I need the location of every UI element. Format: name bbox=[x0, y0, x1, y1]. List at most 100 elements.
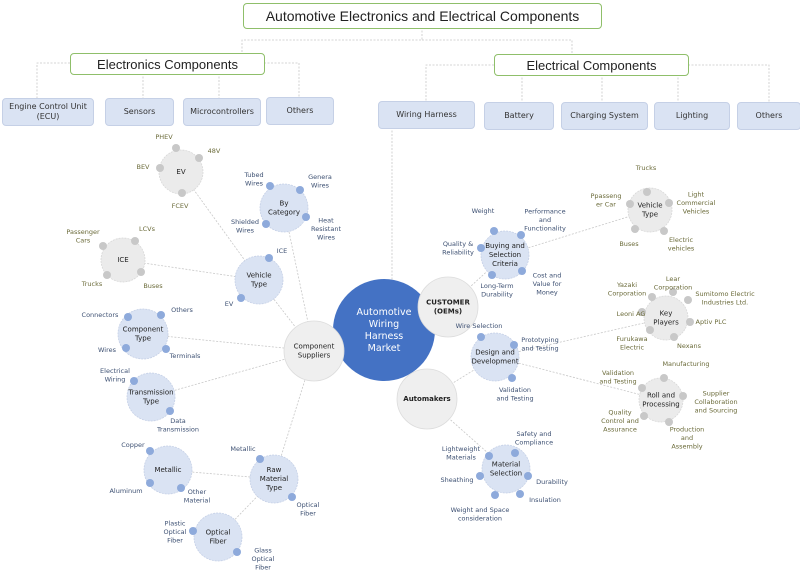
cluster-circle[interactable] bbox=[100, 237, 146, 283]
cluster-circle[interactable] bbox=[643, 295, 689, 341]
category-electronics-others[interactable]: Others bbox=[266, 97, 334, 125]
cluster-circle[interactable] bbox=[126, 372, 176, 422]
item-dot bbox=[137, 268, 145, 276]
item-dot bbox=[302, 213, 310, 221]
item-dot bbox=[660, 374, 668, 382]
cluster-circle[interactable] bbox=[143, 445, 193, 495]
item-dot bbox=[146, 479, 154, 487]
item-label: BEV bbox=[136, 163, 150, 171]
cluster-circle[interactable] bbox=[481, 444, 531, 494]
item-dot bbox=[518, 267, 526, 275]
category-microcontrollers[interactable]: Microcontrollers bbox=[183, 98, 261, 126]
link-buying_criteria-vehicle_type_oem bbox=[504, 209, 651, 256]
item-dot bbox=[660, 227, 668, 235]
connector-title bbox=[241, 27, 423, 54]
item-label: Quality &Reliability bbox=[442, 240, 474, 257]
item-dot bbox=[130, 377, 138, 385]
item-dot bbox=[640, 412, 648, 420]
cluster-circle[interactable] bbox=[480, 230, 530, 280]
item-dot bbox=[646, 326, 654, 334]
category-charging-system[interactable]: Charging System bbox=[561, 102, 648, 130]
cluster-circle[interactable] bbox=[627, 187, 673, 233]
cluster-label: EV bbox=[176, 168, 185, 176]
market-center-circle[interactable] bbox=[333, 279, 435, 381]
item-label: Buses bbox=[619, 240, 639, 248]
cluster-circle[interactable] bbox=[193, 512, 243, 562]
item-label: Nexans bbox=[677, 342, 702, 350]
link-component_type-cs bbox=[142, 333, 315, 352]
item-dot bbox=[648, 293, 656, 301]
item-dot bbox=[638, 308, 646, 316]
item-dot bbox=[511, 449, 519, 457]
item-label: 48V bbox=[208, 147, 221, 155]
item-dot bbox=[643, 188, 651, 196]
cluster-circle[interactable] bbox=[117, 308, 169, 360]
category-lighting[interactable]: Lighting bbox=[654, 102, 730, 130]
category-battery[interactable]: Battery bbox=[484, 102, 554, 130]
item-label: Leoni AG bbox=[617, 310, 646, 318]
item-dot bbox=[233, 548, 241, 556]
cluster-circle[interactable] bbox=[470, 332, 520, 382]
hub-automakers[interactable] bbox=[396, 368, 458, 430]
cluster-circle[interactable] bbox=[249, 454, 299, 504]
category-ecu[interactable]: Engine Control Unit (ECU) bbox=[2, 98, 94, 126]
link-design_development-key_players bbox=[494, 317, 667, 358]
category-sensors[interactable]: Sensors bbox=[105, 98, 174, 126]
category-electrical-others[interactable]: Others bbox=[737, 102, 800, 130]
category-wiring-harness[interactable]: Wiring Harness bbox=[378, 101, 475, 129]
cluster-label: ICE bbox=[117, 256, 128, 264]
hub-customer[interactable] bbox=[417, 276, 479, 338]
link-ev-vehicle_type bbox=[180, 171, 260, 281]
connector-wiring bbox=[425, 64, 494, 101]
item-dot bbox=[288, 493, 296, 501]
item-dot bbox=[131, 237, 139, 245]
item-dot bbox=[266, 182, 274, 190]
cluster-circle[interactable] bbox=[234, 255, 284, 305]
item-dot bbox=[476, 472, 484, 480]
connector-others-electrical bbox=[688, 64, 770, 102]
item-dot bbox=[665, 199, 673, 207]
link-design_development-roll_processing bbox=[494, 356, 662, 401]
item-dot bbox=[686, 318, 694, 326]
item-label: Durability bbox=[536, 478, 568, 486]
item-label: Weight bbox=[472, 207, 495, 215]
cluster-circle[interactable] bbox=[259, 183, 309, 233]
item-label: Manufacturing bbox=[662, 360, 709, 368]
item-label: Copper bbox=[121, 441, 145, 449]
hub-component_suppliers[interactable] bbox=[283, 320, 345, 382]
item-dot bbox=[166, 407, 174, 415]
item-dot bbox=[516, 490, 524, 498]
